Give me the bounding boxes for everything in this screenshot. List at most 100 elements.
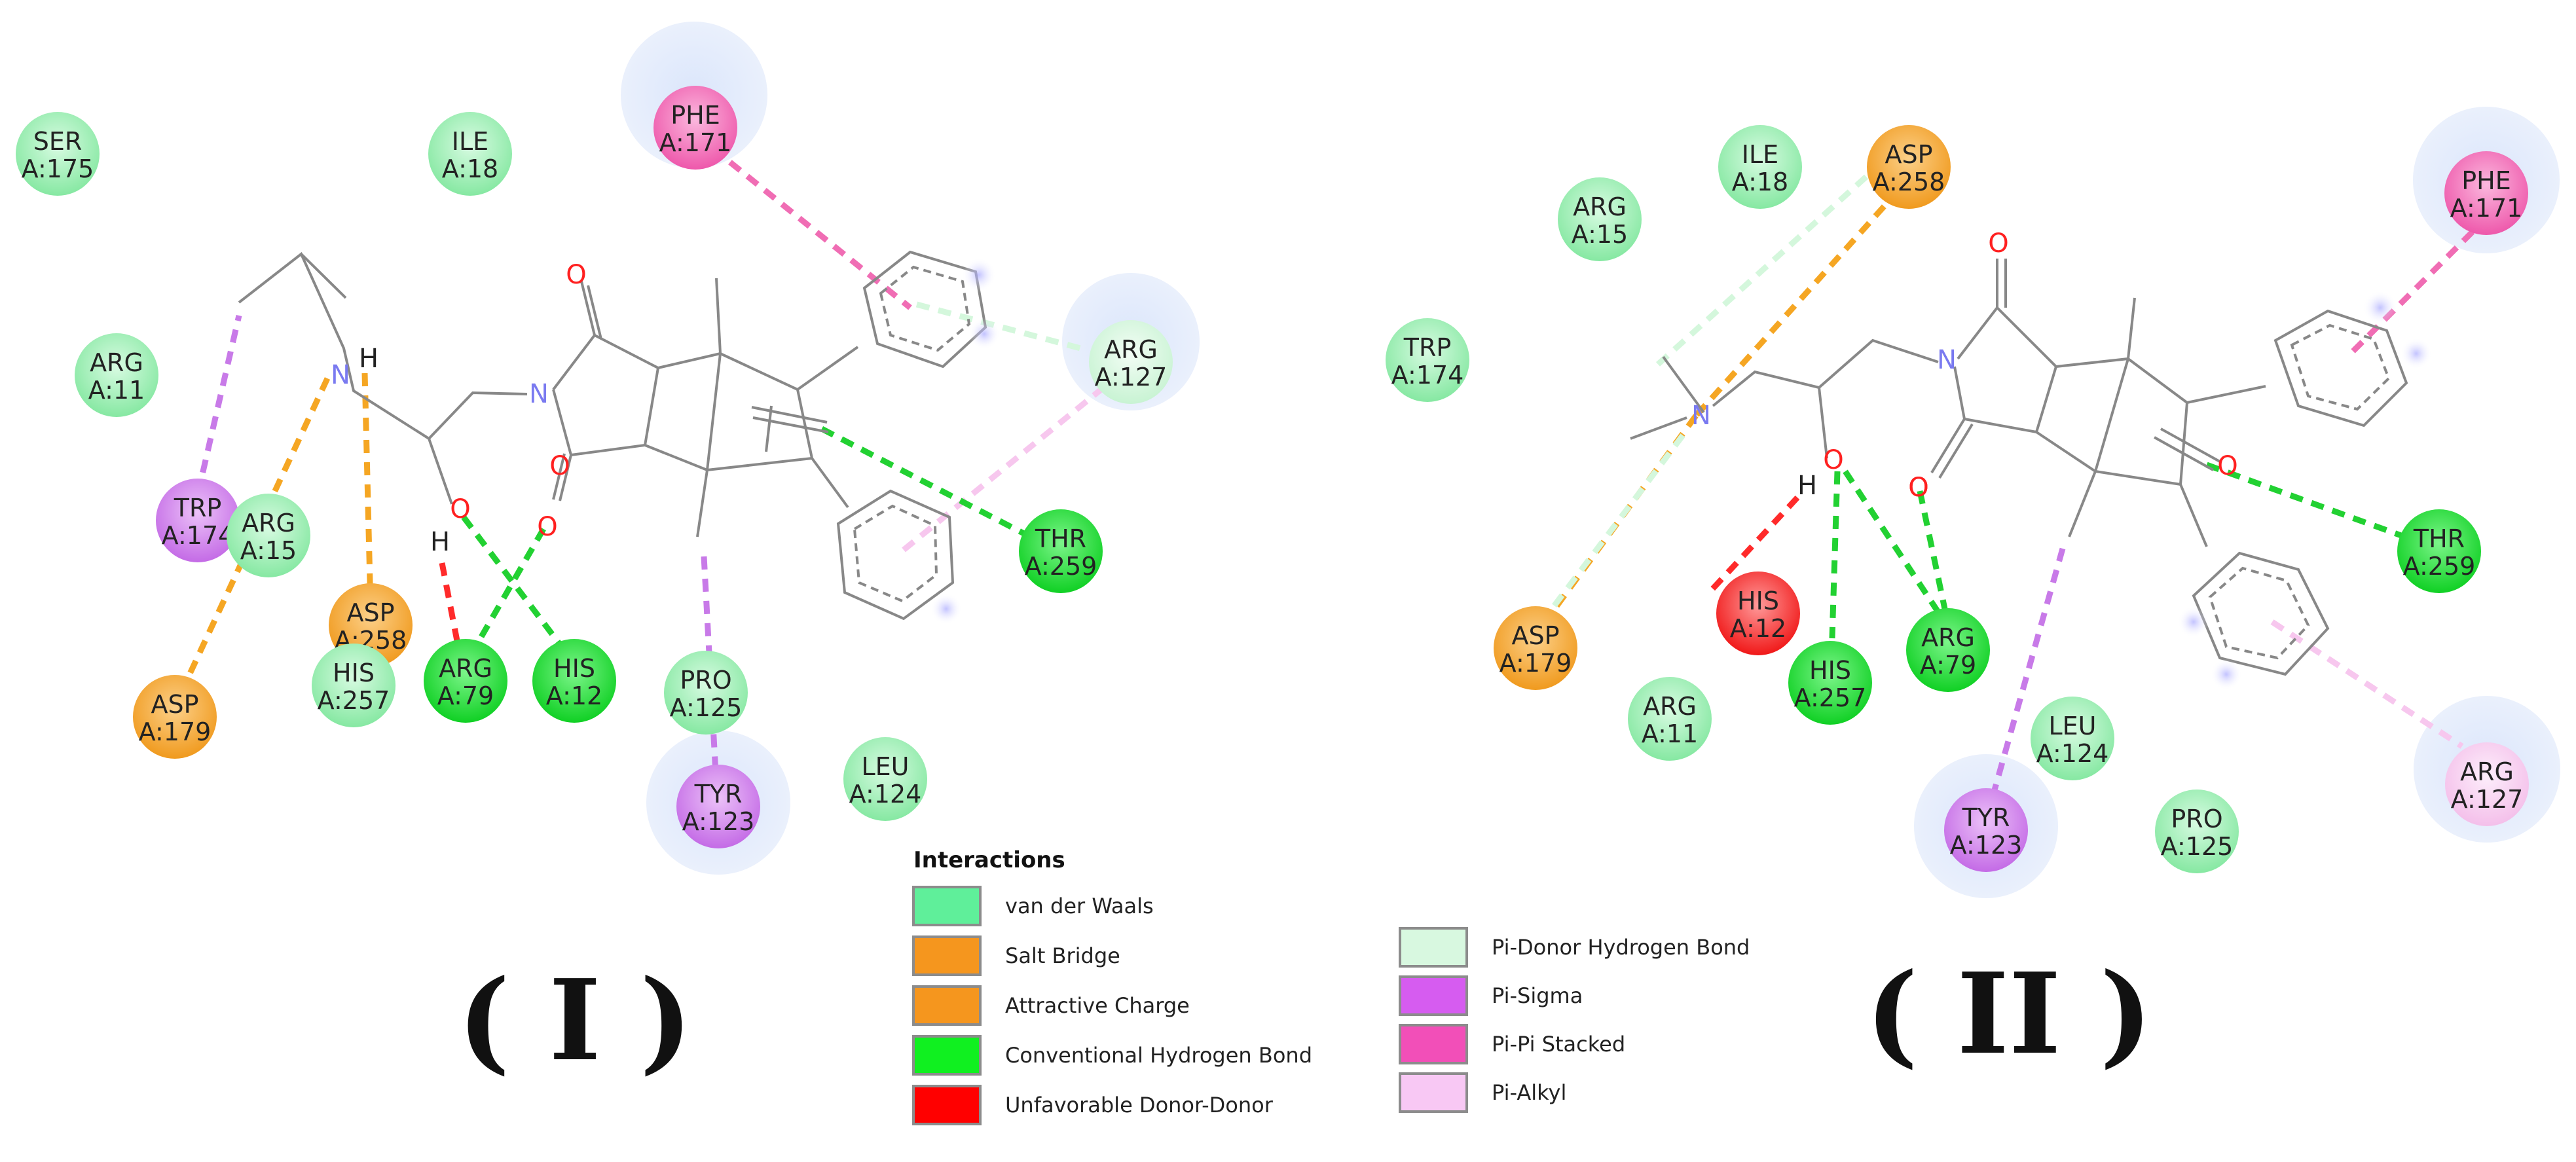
- legend-title: Interactions: [913, 847, 1065, 873]
- oxygen-atom-label: O: [1908, 473, 1928, 503]
- diagram-one: O O O N N H H O SERA:175ILEA:18PHEA:171A…: [16, 22, 1200, 875]
- oxygen-atom-label: O: [549, 451, 570, 481]
- residue-id: A:179: [1500, 649, 1572, 678]
- residue-node: [424, 639, 507, 723]
- residue-node: [1628, 677, 1712, 761]
- oxygen-atom-label: O: [1988, 228, 2008, 259]
- residue-node: [653, 86, 737, 170]
- residue-node: [2444, 151, 2528, 235]
- legend-item: Pi-Sigma: [1399, 975, 1583, 1016]
- residue-id: A:258: [1873, 168, 1945, 196]
- residue-id: A:18: [1732, 168, 1788, 196]
- nitrogen-atom-label: N: [1937, 345, 1957, 375]
- residue-node: [843, 737, 927, 821]
- nitrogen-atom-label: N: [529, 379, 549, 409]
- residue-node: [2155, 790, 2239, 873]
- residue-id: A:127: [1095, 363, 1168, 391]
- residue-name: PRO: [680, 666, 731, 695]
- diagram-two: O O O N N O H O ILEA:18ASPA:258ARGA:15PH…: [1386, 107, 2560, 898]
- legend-swatch: [912, 1035, 982, 1076]
- residue-name: LEU: [2049, 712, 2097, 740]
- residue-name: ASP: [151, 690, 198, 719]
- residue-name: ARG: [1104, 335, 1158, 364]
- residue-id: A:174: [1391, 361, 1464, 390]
- residue-node: [1019, 509, 1103, 593]
- residue-name: ARG: [1573, 192, 1627, 221]
- residue-node: [1089, 320, 1173, 404]
- legend-item: Pi-Pi Stacked: [1399, 1024, 1625, 1064]
- residue-node: [75, 333, 158, 417]
- residue-id: A:179: [139, 717, 212, 746]
- residue-name: TRP: [174, 494, 222, 522]
- residue-node: [428, 112, 512, 196]
- legend-item: Salt Bridge: [912, 935, 1120, 976]
- residue-id: A:18: [442, 154, 498, 183]
- oxygen-atom-label: O: [537, 512, 557, 542]
- hydrogen-atom-label: H: [359, 344, 378, 374]
- residue-name: PHE: [671, 101, 720, 130]
- residue-name: ARG: [242, 509, 295, 537]
- residue-id: A:11: [88, 376, 145, 405]
- residue-id: A:79: [1920, 651, 1976, 680]
- charged-nitrogen-label: N: [331, 360, 350, 390]
- residue-node: [1867, 125, 1951, 209]
- legend-swatch: [912, 935, 982, 976]
- oxygen-atom-label: O: [1908, 473, 1928, 503]
- residue-name: ILE: [1742, 140, 1778, 169]
- residue-id: A:125: [2161, 832, 2234, 861]
- residue-name: HIS: [553, 654, 595, 683]
- legend-item: Attractive Charge: [912, 985, 1190, 1026]
- legend-swatch: [1399, 1024, 1468, 1064]
- residue-name: ASP: [346, 598, 394, 627]
- residue-name: TYR: [1962, 803, 2010, 832]
- residue-name: HIS: [1809, 656, 1851, 685]
- legend-label: Conventional Hydrogen Bond: [1005, 1043, 1312, 1068]
- legend-label: Salt Bridge: [1005, 943, 1120, 968]
- residue-id: A:124: [2036, 739, 2109, 768]
- residue-name: ARG: [439, 654, 492, 683]
- residue-node: [1494, 606, 1577, 690]
- residue-node: [2445, 742, 2529, 826]
- residue-node: [1716, 572, 1800, 655]
- oxygen-atom-label: O: [2217, 451, 2237, 481]
- residue-node: [156, 479, 240, 562]
- hydrogen-atom-label: H: [430, 527, 450, 557]
- legend-swatch: [1399, 975, 1468, 1016]
- residue-id: A:171: [659, 128, 732, 157]
- panel-label-two: ( II ): [1866, 949, 2152, 1080]
- residue-id: A:15: [1572, 220, 1628, 249]
- oxygen-atom-label: O: [566, 260, 586, 290]
- residue-name: SER: [33, 127, 83, 156]
- residue-name: THR: [2413, 524, 2465, 553]
- legend-swatch: [1399, 1072, 1468, 1113]
- oxygen-atom-label: O: [1823, 445, 1843, 475]
- residue-node: [1386, 318, 1469, 402]
- residue-node: [1944, 788, 2028, 872]
- legend-label: van der Waals: [1005, 894, 1154, 918]
- residue-node: [676, 765, 760, 848]
- legend-item: van der Waals: [912, 886, 1154, 926]
- residue-name: ARG: [90, 348, 143, 377]
- legend-swatch: [912, 886, 982, 926]
- oxygen-atom-label: O: [450, 494, 470, 524]
- residue-name: TYR: [694, 780, 743, 808]
- legend-item: Pi-Alkyl: [1399, 1072, 1566, 1113]
